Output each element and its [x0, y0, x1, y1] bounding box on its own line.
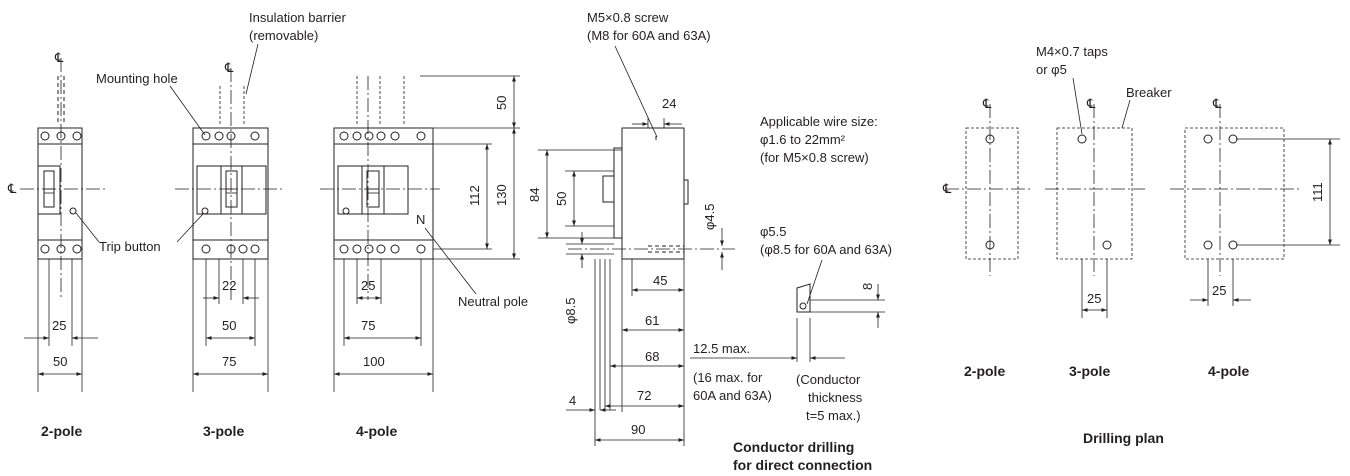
plan-dim-3pole-25: 25 — [1087, 291, 1101, 306]
centerline-symbol: ℄ — [54, 50, 64, 65]
conductor-drilling: Applicable wire size: φ1.6 to 22mm² (for… — [690, 114, 892, 473]
dim-side-72: 72 — [637, 388, 651, 403]
conductor-caption-2: for direct connection — [733, 457, 872, 473]
callout-neutral-pole: Neutral pole — [458, 294, 528, 309]
dim-side-24: 24 — [662, 96, 676, 111]
caption-4pole: 4-pole — [356, 423, 397, 439]
dim-side-50: 50 — [554, 192, 569, 206]
max-length-note-2: 60A and 63A) — [693, 388, 772, 403]
side-view: M5×0.8 screw (M8 for 60A and 63A) 24 84 … — [527, 10, 735, 446]
screw-label-note: (M8 for 60A and 63A) — [587, 28, 711, 43]
wire-size-range: φ1.6 to 22mm² — [760, 132, 846, 147]
dim-height-50: 50 — [494, 96, 509, 110]
centerline-symbol: ℄ — [7, 181, 17, 196]
height-dimensions: 50 112 130 — [420, 75, 520, 260]
dim-side-68: 68 — [645, 349, 659, 364]
drilling-plan: M4×0.7 taps or φ5 Breaker ℄ ℄ 2-pole ℄ 2… — [942, 44, 1340, 446]
max-length-note-1: (16 max. for — [693, 370, 763, 385]
dim-side-84: 84 — [527, 188, 542, 202]
callout-removable: (removable) — [249, 28, 318, 43]
conductor-hole-note: (φ8.5 for 60A and 63A) — [760, 242, 892, 257]
dim-height-130: 130 — [494, 184, 509, 206]
centerline-symbol: ℄ — [982, 96, 992, 111]
dim-side-45: 45 — [653, 273, 667, 288]
centerline-symbol: ℄ — [1086, 96, 1096, 111]
thickness-label-1: (Conductor — [796, 372, 861, 387]
dim-side-phi4-5: φ4.5 — [702, 203, 717, 230]
plan-dim-4pole-25: 25 — [1212, 283, 1226, 298]
plan-caption-3pole: 3-pole — [1069, 363, 1110, 379]
dim-2pole-50: 50 — [53, 354, 67, 369]
breaker-3pole-front: ℄ 22 50 75 3-pole — [175, 60, 285, 439]
dim-side-4: 4 — [569, 393, 576, 408]
centerline-symbol: ℄ — [1212, 96, 1222, 111]
callout-insulation-barrier: Insulation barrier — [249, 10, 346, 25]
plan-caption-4pole: 4-pole — [1208, 363, 1249, 379]
dim-conductor-8: 8 — [860, 283, 875, 290]
thickness-label-2: thickness — [808, 390, 863, 405]
taps-label-alt: or φ5 — [1036, 62, 1067, 77]
breaker-label: Breaker — [1126, 85, 1172, 100]
caption-2pole: 2-pole — [41, 423, 82, 439]
plan-dim-111: 111 — [1310, 182, 1325, 202]
dim-2pole-25: 25 — [52, 318, 66, 333]
dim-4pole-75: 75 — [361, 318, 375, 333]
taps-label: M4×0.7 taps — [1036, 44, 1108, 59]
dim-4pole-25: 25 — [361, 278, 375, 293]
dim-height-112: 112 — [467, 185, 482, 206]
dim-3pole-75: 75 — [222, 354, 236, 369]
neutral-mark: N — [416, 212, 425, 227]
conductor-hole-size: φ5.5 — [760, 224, 787, 239]
caption-3pole: 3-pole — [203, 423, 244, 439]
max-length: 12.5 max. — [693, 341, 750, 356]
centerline-symbol: ℄ — [942, 181, 952, 196]
breaker-4pole-front: N 25 75 100 4-pole — [320, 76, 440, 439]
wire-size-label: Applicable wire size: — [760, 114, 878, 129]
wire-size-note: (for M5×0.8 screw) — [760, 150, 869, 165]
dim-side-phi8-5: φ8.5 — [563, 297, 578, 324]
callouts: Insulation barrier (removable) Mounting … — [75, 10, 528, 309]
dim-side-90: 90 — [631, 422, 645, 437]
dim-4pole-100: 100 — [363, 354, 385, 369]
screw-label: M5×0.8 screw — [587, 10, 669, 25]
dim-3pole-50: 50 — [222, 318, 236, 333]
conductor-caption-1: Conductor drilling — [733, 439, 854, 455]
callout-mounting-hole: Mounting hole — [96, 71, 178, 86]
callout-trip-button: Trip button — [99, 239, 161, 254]
breaker-2pole-front: ℄ ℄ 25 50 2-pole — [7, 50, 105, 439]
plan-caption-2pole: 2-pole — [964, 363, 1005, 379]
thickness-label-3: t=5 max.) — [806, 408, 861, 423]
drilling-plan-title: Drilling plan — [1083, 430, 1164, 446]
dim-side-61: 61 — [645, 313, 659, 328]
centerline-symbol: ℄ — [224, 60, 234, 75]
dim-3pole-22: 22 — [222, 278, 236, 293]
